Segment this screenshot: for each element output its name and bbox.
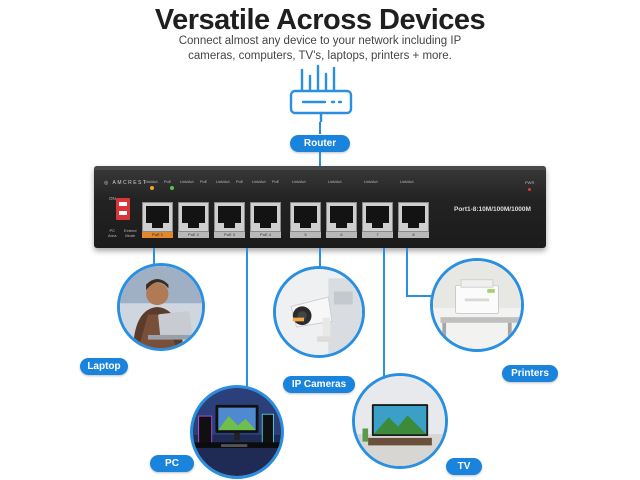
printers-label: Printers	[502, 365, 558, 382]
port-clip	[372, 223, 383, 228]
port-clip	[408, 223, 419, 228]
ethernet-port[interactable]	[290, 202, 321, 232]
tv-connector	[383, 248, 385, 380]
status-led	[150, 186, 154, 190]
port-clip	[336, 223, 347, 228]
mode-label-extend-mode: Extend Mode	[124, 228, 137, 238]
port-led-label: PoE	[272, 180, 280, 184]
port-led-label: Link/Act	[400, 180, 414, 184]
printer-connector-v	[406, 248, 408, 296]
tv-photo	[352, 373, 448, 469]
port-clip	[188, 223, 199, 228]
printer-connector-h	[406, 295, 434, 297]
ethernet-port[interactable]	[362, 202, 393, 232]
ethernet-port[interactable]	[398, 202, 429, 232]
page-title: Versatile Across Devices	[154, 4, 486, 36]
laptop-scene	[120, 266, 202, 348]
router-icon	[289, 64, 353, 122]
port-socket	[254, 206, 277, 223]
ip-cameras-label: IP Cameras	[283, 376, 355, 393]
port-led-label: PoE	[164, 180, 172, 184]
camera-connector	[319, 248, 321, 268]
port-led-label: Link/Act	[328, 180, 342, 184]
port-led-label: PoE	[236, 180, 244, 184]
port-clip	[300, 223, 311, 228]
pc-scene	[193, 388, 281, 476]
port-socket	[330, 206, 353, 223]
port-led-label: Link/Act	[252, 180, 266, 184]
ethernet-port[interactable]	[178, 202, 209, 232]
ip-camera-photo	[273, 266, 365, 358]
port-number-label: PoE 1	[142, 232, 173, 238]
mode-label-pc-area: PC Area	[108, 228, 117, 238]
switch-top-edge	[94, 166, 546, 170]
port-number-label: 7	[362, 232, 393, 238]
dip-switch[interactable]	[116, 198, 130, 220]
port-clip	[224, 223, 235, 228]
router-connector	[319, 122, 321, 134]
tv-label: TV	[446, 458, 482, 475]
port-led-label: PoE	[200, 180, 208, 184]
subtitle-line-2: cameras, computers, TV's, laptops, print…	[188, 50, 452, 62]
camera-scene	[276, 269, 362, 355]
port-socket	[146, 206, 169, 223]
brand-logo: ◎ AMCREST	[104, 180, 148, 186]
ethernet-port[interactable]	[326, 202, 357, 232]
port-clip	[152, 223, 163, 228]
port-number-label: PoE 3	[214, 232, 245, 238]
port-led-label: Link/Act	[364, 180, 378, 184]
pc-label: PC	[150, 455, 194, 472]
laptop-label: Laptop	[80, 358, 128, 375]
printer-scene	[433, 261, 521, 349]
ethernet-port[interactable]	[250, 202, 281, 232]
port-clip	[260, 223, 271, 228]
pc-photo	[190, 385, 284, 479]
status-led	[170, 186, 174, 190]
port-led-label: Link/Act	[180, 180, 194, 184]
port-number-label: PoE 4	[250, 232, 281, 238]
power-label: PWR	[525, 180, 535, 185]
port-number-label: 5	[290, 232, 321, 238]
speed-label: Port1-8:10M/100M/1000M	[454, 206, 531, 213]
port-socket	[218, 206, 241, 223]
port-socket	[182, 206, 205, 223]
ethernet-port[interactable]	[142, 202, 173, 232]
pc-connector	[246, 248, 248, 398]
router-switch-connector	[319, 152, 321, 166]
port-socket	[294, 206, 317, 223]
poe-switch: ◎ AMCREST ON PC Area Extend Mode PoE 1 Po…	[94, 166, 546, 248]
port-led-label: Link/Act	[292, 180, 306, 184]
subtitle-line-1: Connect almost any device to your networ…	[178, 35, 462, 47]
port-led-label: Link/Act	[216, 180, 230, 184]
power-led	[528, 188, 531, 191]
printer-photo	[430, 258, 524, 352]
laptop-connector	[153, 248, 155, 266]
dip-on-label: ON	[109, 196, 116, 201]
port-socket	[366, 206, 389, 223]
port-number-label: 6	[326, 232, 357, 238]
ethernet-port[interactable]	[214, 202, 245, 232]
router-label: Router	[290, 135, 350, 152]
tv-scene	[355, 376, 445, 466]
port-socket	[402, 206, 425, 223]
brand-text: AMCREST	[112, 180, 148, 186]
port-led-label: Link/Act	[144, 180, 158, 184]
port-number-label: PoE 2	[178, 232, 209, 238]
port-number-label: 8	[398, 232, 429, 238]
laptop-photo	[117, 263, 205, 351]
page-subtitle: Connect almost any device to your networ…	[0, 34, 640, 64]
